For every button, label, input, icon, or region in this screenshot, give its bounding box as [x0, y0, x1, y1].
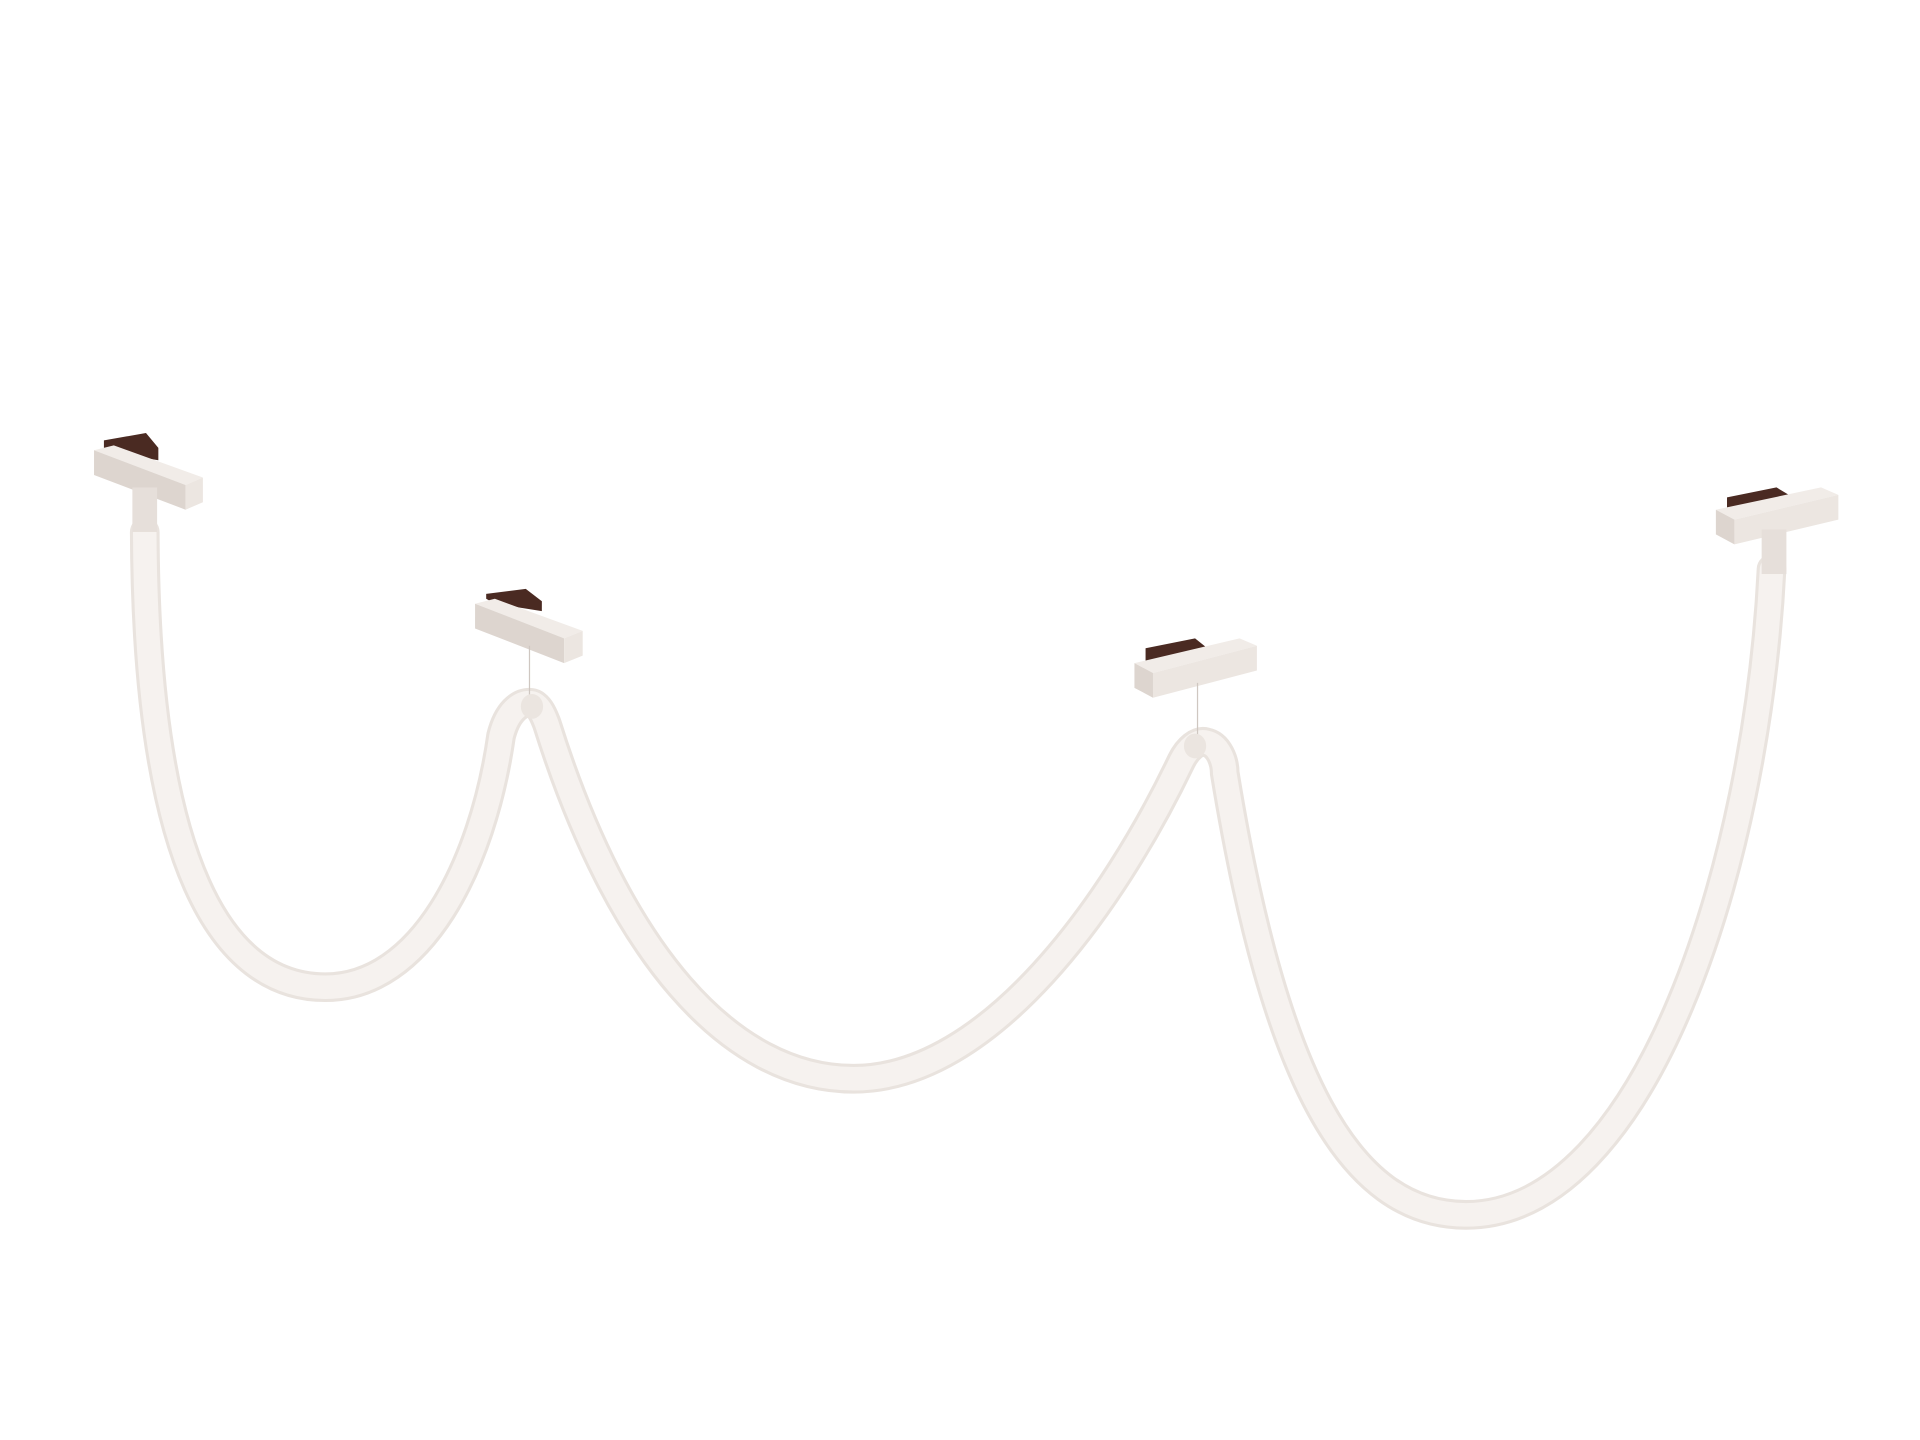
- housing-side: [564, 630, 583, 664]
- light-tube: [132, 520, 1784, 1227]
- housing-top: [1715, 487, 1839, 520]
- mid-hook-right: [1134, 638, 1257, 759]
- end-mount-left: [94, 432, 203, 532]
- housing-front: [475, 603, 565, 664]
- housing-top: [475, 598, 583, 639]
- housing-front: [94, 450, 186, 510]
- end-mount-right: [1715, 487, 1839, 575]
- housing-top: [94, 445, 203, 485]
- mid-hook-left: [475, 588, 583, 719]
- housing-side: [1734, 494, 1839, 545]
- stem: [132, 487, 158, 532]
- hook-clip: [520, 694, 544, 719]
- hook-clip: [1183, 733, 1207, 759]
- connector: [486, 588, 542, 612]
- housing-side: [185, 477, 203, 510]
- housing-top: [1134, 638, 1257, 673]
- stem: [1761, 529, 1787, 575]
- housing-front: [1715, 509, 1735, 545]
- housing-side: [1152, 645, 1257, 698]
- housing-front: [1134, 663, 1153, 698]
